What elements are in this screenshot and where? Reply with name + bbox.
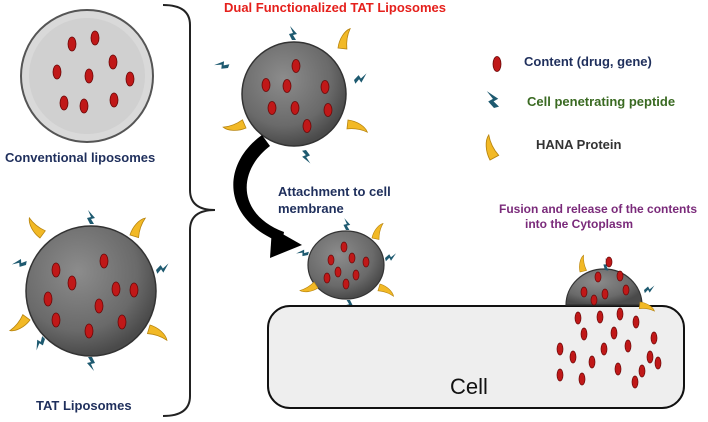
curved-arrow-icon bbox=[233, 135, 302, 258]
dual-contents bbox=[261, 59, 333, 133]
label-attachment-line2: membrane bbox=[278, 201, 344, 216]
label-fusion-line2: into the Cytoplasm bbox=[525, 217, 634, 231]
legend-content-icon bbox=[492, 56, 502, 72]
legend-hana-icon bbox=[476, 134, 506, 163]
label-cell: Cell bbox=[450, 374, 488, 399]
curly-bracket-icon bbox=[162, 4, 216, 417]
label-fusion-line1: Fusion and release of the contents bbox=[499, 202, 698, 216]
fusing-liposome bbox=[565, 268, 643, 306]
legend-content-label: Content (drug, gene) bbox=[524, 54, 652, 69]
label-tat-liposomes: TAT Liposomes bbox=[36, 398, 132, 413]
label-attachment-line1: Attachment to cell bbox=[278, 184, 391, 199]
fusing-contents bbox=[580, 256, 630, 306]
diagram-title: Dual Functionalized TAT Liposomes bbox=[224, 0, 446, 15]
label-conventional-liposomes: Conventional liposomes bbox=[5, 150, 156, 165]
tat-contents bbox=[43, 253, 139, 339]
legend-cpp-icon bbox=[485, 88, 501, 110]
legend-cpp-label: Cell penetrating peptide bbox=[527, 94, 676, 109]
legend-hana-label: HANA Protein bbox=[536, 137, 622, 152]
conventional-contents bbox=[52, 30, 135, 114]
released-contents bbox=[556, 307, 662, 389]
attaching-contents bbox=[323, 241, 370, 290]
dual-liposome bbox=[241, 41, 347, 147]
